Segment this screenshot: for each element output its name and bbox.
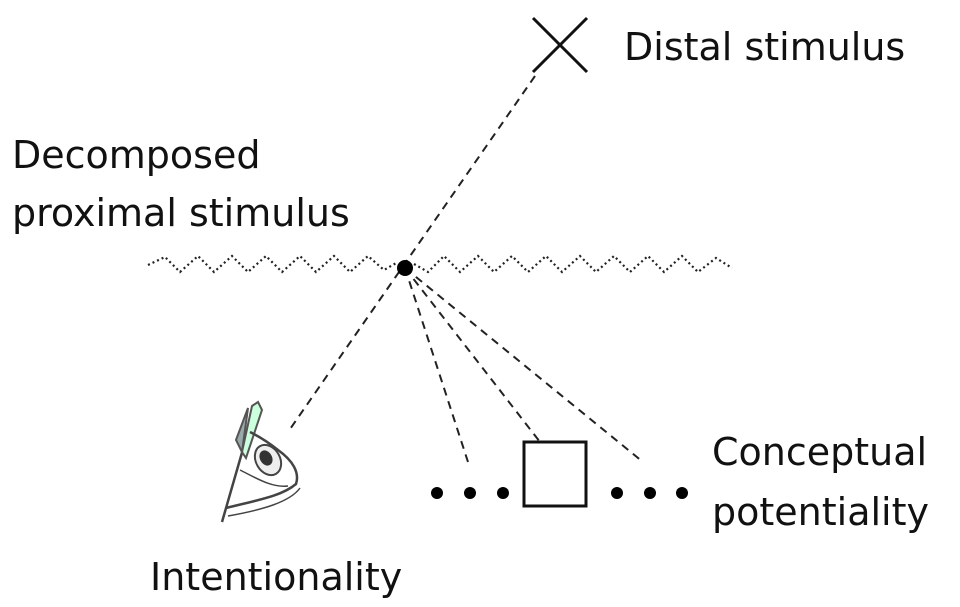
proximal-surface-right — [413, 254, 733, 274]
x-mark-icon — [531, 16, 589, 74]
label-conceptual-line2: potentiality — [712, 490, 929, 534]
potential-dot-6 — [676, 487, 688, 499]
label-decomposed-line2: proximal stimulus — [12, 191, 350, 235]
potential-dot-3 — [497, 487, 509, 499]
potential-dot-1 — [431, 487, 443, 499]
focal-point — [397, 260, 413, 276]
eye-icon — [220, 400, 301, 523]
square-icon — [522, 440, 588, 508]
ray-to-right-dots — [404, 267, 644, 463]
potential-dot-2 — [464, 487, 476, 499]
label-conceptual-line1: Conceptual — [712, 430, 927, 474]
label-intentionality: Intentionality — [150, 555, 402, 599]
potential-dot-4 — [611, 487, 623, 499]
potential-dot-5 — [644, 487, 656, 499]
ray-to-left-dots — [404, 267, 469, 463]
ray-distal-to-eye — [287, 75, 536, 433]
proximal-surface-left — [147, 254, 399, 274]
label-distal-stimulus: Distal stimulus — [624, 25, 905, 69]
ray-to-square — [404, 267, 541, 443]
label-decomposed-line1: Decomposed — [12, 133, 260, 177]
